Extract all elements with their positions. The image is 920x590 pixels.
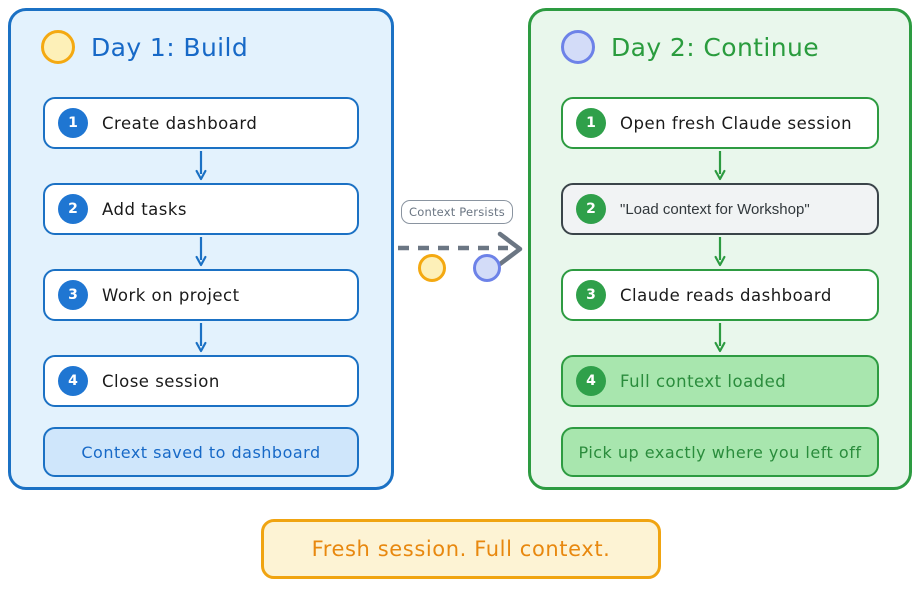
day1-step-2-label: Add tasks [102,199,188,219]
day2-step-1-number: 1 [576,108,606,138]
day1-footer-pill: Context saved to dashboard [43,427,359,477]
day1-steps-list: 1 Create dashboard 2 Add tasks 3 Work on… [43,97,359,477]
day2-step-2[interactable]: 2 "Load context for Workshop" [561,183,879,235]
day2-step-4-label: Full context loaded [620,371,787,391]
day2-footer-pill: Pick up exactly where you left off [561,427,879,477]
blue-dot-icon [473,254,501,282]
day1-panel: Day 1: Build 1 Create dashboard 2 Add ta… [8,8,394,490]
day1-step-1-number: 1 [58,108,88,138]
day1-step-2[interactable]: 2 Add tasks [43,183,359,235]
context-persists-connector: Context Persists [396,196,526,296]
day1-step-1[interactable]: 1 Create dashboard [43,97,359,149]
day1-step-1-label: Create dashboard [102,113,258,133]
day2-step-2-label: "Load context for Workshop" [620,200,810,218]
day1-arrow-1-2 [43,149,359,183]
summary-banner: Fresh session. Full context. [261,519,661,579]
day2-panel-header: Day 2: Continue [531,11,909,69]
context-persists-label: Context Persists [401,200,513,224]
day2-panel-title: Day 2: Continue [611,32,820,62]
yellow-circle-icon [41,30,75,64]
day1-step-3-number: 3 [58,280,88,310]
yellow-dot-icon [418,254,446,282]
blue-circle-icon [561,30,595,64]
day2-step-4[interactable]: 4 Full context loaded [561,355,879,407]
day2-step-1[interactable]: 1 Open fresh Claude session [561,97,879,149]
day2-step-2-number: 2 [576,194,606,224]
day1-arrow-3-4 [43,321,359,355]
dashed-right-arrow-icon [398,231,523,267]
day2-step-1-label: Open fresh Claude session [620,113,853,133]
day2-steps-list: 1 Open fresh Claude session 2 "Load cont… [561,97,879,477]
day1-step-4-number: 4 [58,366,88,396]
day1-panel-title: Day 1: Build [91,32,249,62]
day1-step-2-number: 2 [58,194,88,224]
day2-arrow-3-4 [561,321,879,355]
day2-step-3-number: 3 [576,280,606,310]
day1-arrow-2-3 [43,235,359,269]
day2-arrow-2-3 [561,235,879,269]
day1-step-3[interactable]: 3 Work on project [43,269,359,321]
day1-panel-header: Day 1: Build [11,11,391,69]
day2-step-3[interactable]: 3 Claude reads dashboard [561,269,879,321]
day1-step-3-label: Work on project [102,285,240,305]
day2-panel: Day 2: Continue 1 Open fresh Claude sess… [528,8,912,490]
day2-arrow-1-2 [561,149,879,183]
day2-step-4-number: 4 [576,366,606,396]
day2-step-3-label: Claude reads dashboard [620,285,832,305]
day1-step-4-label: Close session [102,371,220,391]
day1-step-4[interactable]: 4 Close session [43,355,359,407]
